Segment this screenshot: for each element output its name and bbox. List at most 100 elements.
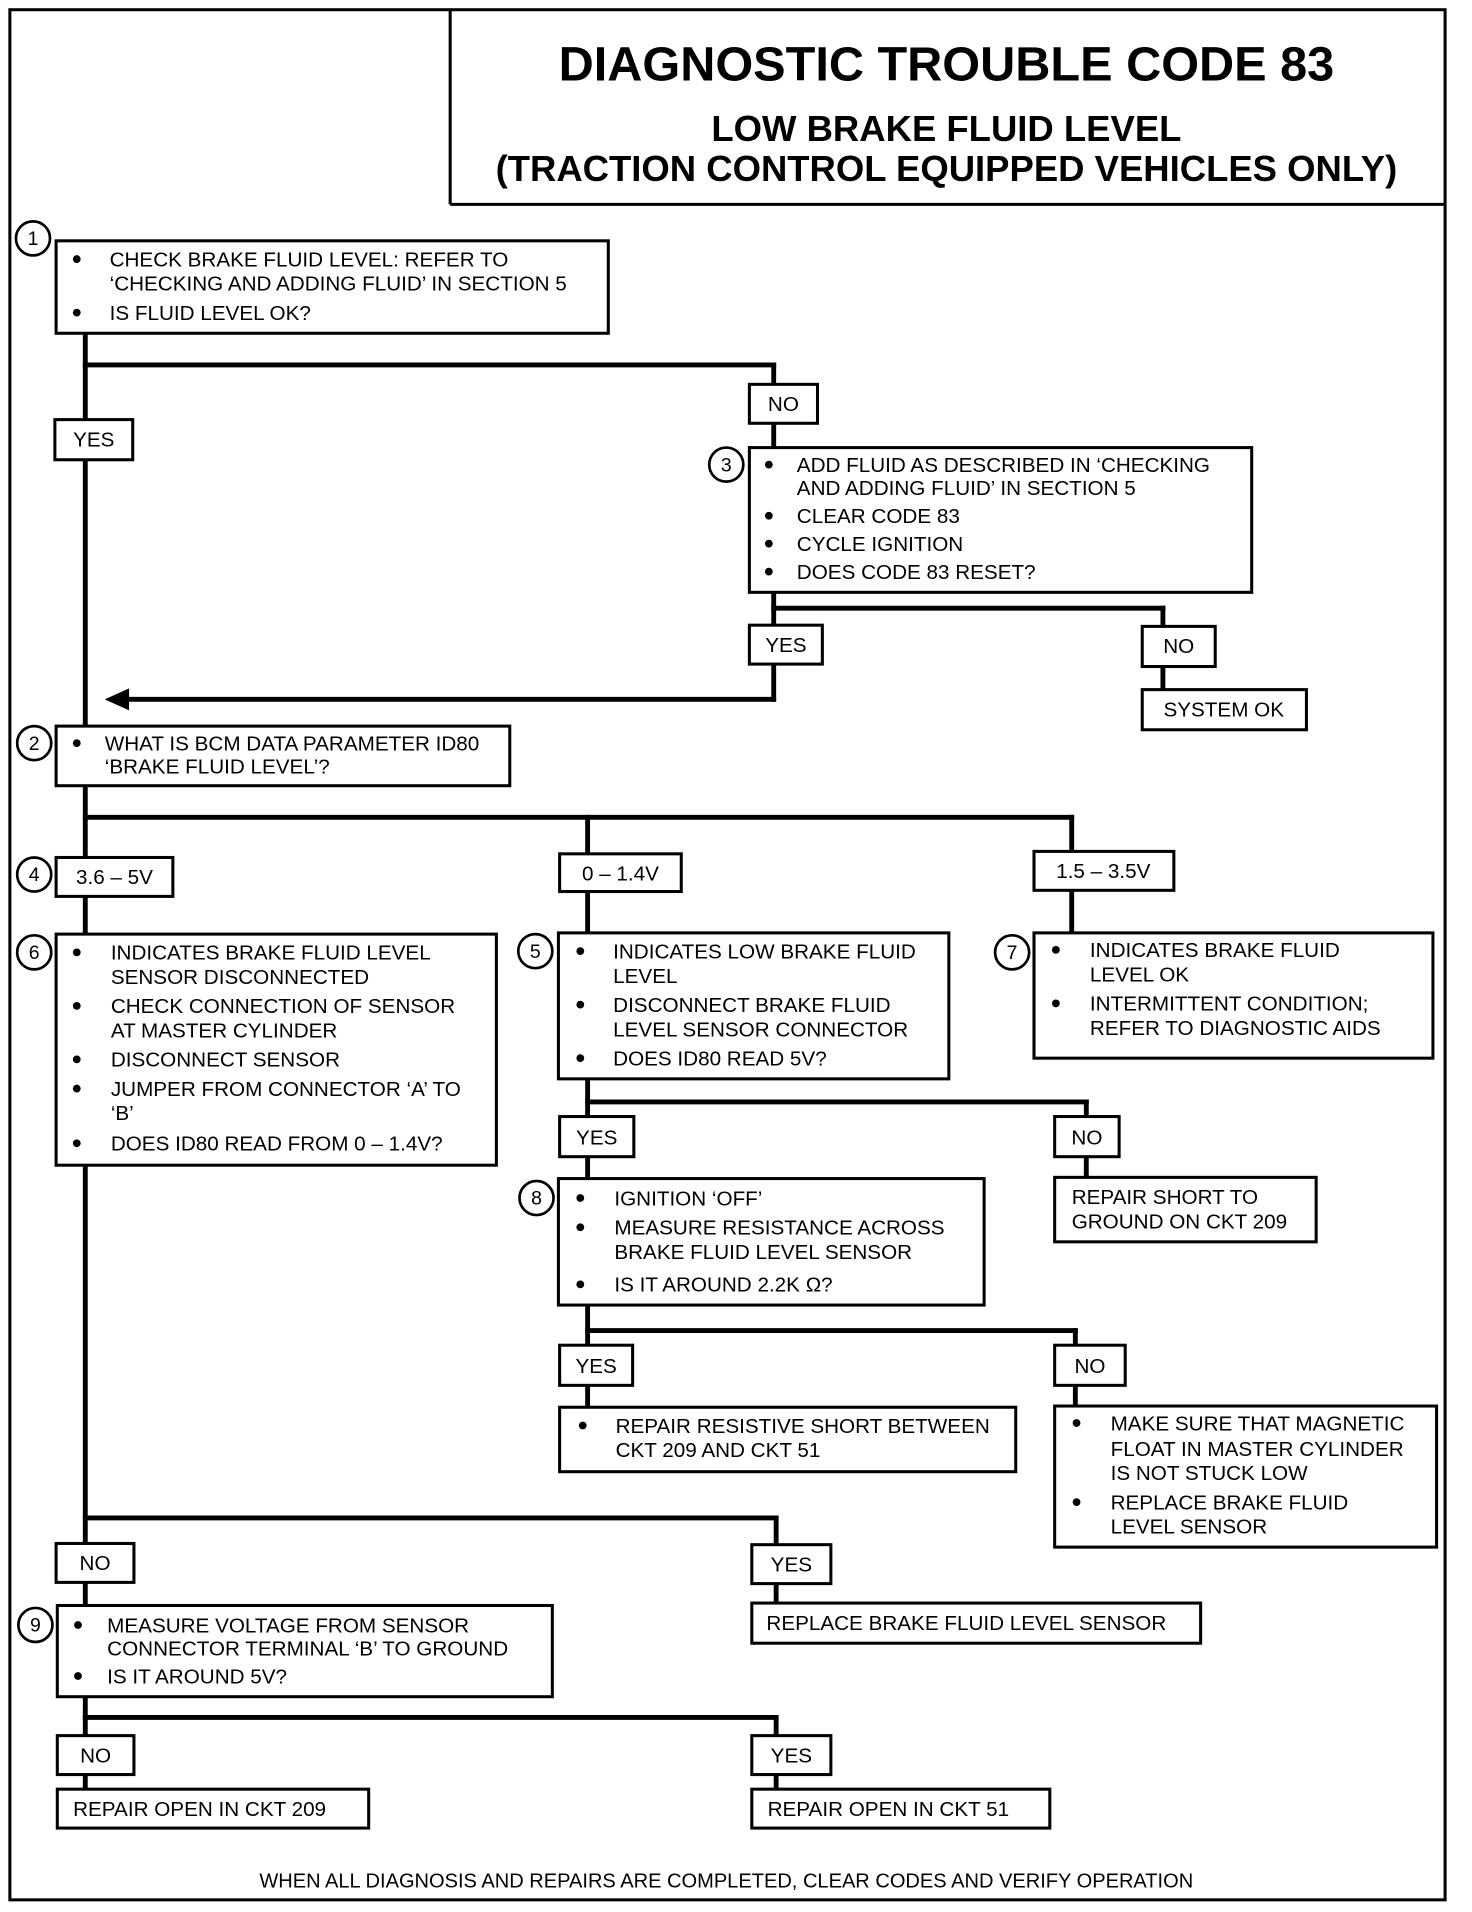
- no-label-box: [747, 382, 820, 425]
- step-text: LEVEL OK: [1090, 964, 1189, 987]
- no-label: NO: [80, 1552, 111, 1575]
- bullet-icon: [1051, 946, 1060, 954]
- bullet-icon: [1072, 1498, 1081, 1507]
- step-6-yes-branch: YES REPLACE BRAKE FLUID LEVEL SENSOR: [750, 1543, 1203, 1645]
- range-label-box: [1032, 849, 1176, 892]
- yes-label: YES: [575, 1355, 616, 1378]
- step-6-box: [54, 932, 498, 1167]
- step-5: 5 INDICATES LOW BRAKE FLUID LEVEL DISCON…: [516, 931, 951, 1081]
- replace-sensor-box: [750, 1601, 1203, 1645]
- step-text: DOES ID80 READ 5V?: [613, 1047, 827, 1070]
- step-number: 6: [29, 942, 40, 964]
- step-number-badge: [15, 856, 53, 893]
- bullet-icon: [764, 460, 773, 469]
- step-text: SENSOR DISCONNECTED: [111, 966, 369, 989]
- no-label-box: [1140, 624, 1217, 669]
- range-branch-mid: 1.5 – 3.5V: [1032, 849, 1176, 892]
- step-text: IS FLUID LEVEL OK?: [110, 302, 311, 325]
- step-number-badge: [516, 932, 554, 970]
- arrowhead-left-icon: [104, 688, 130, 711]
- step-7: 7 INDICATES BRAKE FLUID LEVEL OK INTERMI…: [993, 931, 1435, 1060]
- range-label: 1.5 – 3.5V: [1056, 860, 1150, 883]
- result-text: REPAIR SHORT TO: [1072, 1186, 1258, 1209]
- step-6: 6 INDICATES BRAKE FLUID LEVEL SENSOR DIS…: [15, 932, 498, 1167]
- no-label: NO: [1074, 1355, 1105, 1378]
- range-label: 0 – 1.4V: [582, 863, 659, 886]
- yes-label-box: [558, 1343, 635, 1387]
- step-2: 2 WHAT IS BCM DATA PARAMETER ID80 ‘BRAKE…: [15, 724, 512, 788]
- result-text: REPLACE BRAKE FLUID LEVEL SENSOR: [766, 1612, 1166, 1635]
- step-number: 8: [531, 1188, 542, 1210]
- step-text: CHECK CONNECTION OF SENSOR: [111, 995, 455, 1018]
- bullet-icon: [72, 1001, 81, 1010]
- range-label: 3.6 – 5V: [76, 866, 153, 889]
- bullet-icon: [72, 308, 81, 317]
- step-text: AND ADDING FLUID’ IN SECTION 5: [797, 477, 1136, 500]
- no-label-box: [1053, 1115, 1121, 1159]
- yes-label: YES: [771, 1553, 812, 1576]
- bullet-icon: [72, 1055, 81, 1064]
- result-text: REPAIR RESISTIVE SHORT BETWEEN: [616, 1415, 990, 1438]
- bullet-icon: [576, 1054, 585, 1063]
- step-text: ADD FLUID AS DESCRIBED IN ‘CHECKING: [797, 454, 1210, 477]
- step-6-no-branch: NO: [54, 1541, 136, 1584]
- step-3-box: [747, 446, 1254, 594]
- result-text: MAKE SURE THAT MAGNETIC: [1111, 1412, 1405, 1435]
- float-check-replace-box: [1053, 1404, 1439, 1549]
- step-5-no-branch: NO REPAIR SHORT TO GROUND ON CKT 209: [1053, 1115, 1318, 1244]
- bullet-icon: [576, 1223, 585, 1232]
- step-1-no-branch: NO: [747, 382, 820, 425]
- step-number: 3: [721, 454, 732, 476]
- no-label: NO: [768, 393, 799, 416]
- range-label-box: [558, 852, 683, 894]
- result-text: REPLACE BRAKE FLUID: [1111, 1491, 1349, 1514]
- bullet-icon: [576, 1000, 585, 1009]
- step-number-badge: [17, 1606, 54, 1644]
- step-7-box: [1032, 931, 1435, 1060]
- step-text: MEASURE RESISTANCE ACROSS: [614, 1217, 944, 1240]
- repair-resistive-short-box: [558, 1405, 1018, 1474]
- step-3-no-branch: NO SYSTEM OK: [1140, 624, 1308, 732]
- connector-lines: [82, 330, 1166, 1792]
- subtitle-line-2: (TRACTION CONTROL EQUIPPED VEHICLES ONLY…: [496, 148, 1398, 189]
- step-3-yes-branch: YES: [747, 623, 824, 666]
- step-number-badge: [14, 220, 52, 257]
- step-8-box: [556, 1177, 986, 1307]
- result-text: CKT 209 AND CKT 51: [616, 1439, 821, 1462]
- no-label: NO: [1163, 635, 1194, 658]
- step-number-badge: [518, 1179, 555, 1217]
- yes-label: YES: [765, 634, 806, 657]
- bullet-icon: [764, 511, 773, 520]
- bullet-icon: [72, 1084, 81, 1093]
- result-text: REPAIR OPEN IN CKT 209: [73, 1798, 326, 1821]
- step-text: INDICATES LOW BRAKE FLUID: [613, 940, 916, 963]
- no-label: NO: [80, 1744, 111, 1767]
- yes-label: YES: [73, 428, 114, 451]
- step-text: CHECK BRAKE FLUID LEVEL: REFER TO: [110, 248, 509, 271]
- step-text: INTERMITTENT CONDITION;: [1090, 993, 1368, 1016]
- step-number: 4: [29, 864, 40, 886]
- step-5-yes-branch: YES: [558, 1115, 636, 1159]
- no-label: NO: [1071, 1127, 1102, 1150]
- bullet-icon: [576, 1280, 585, 1289]
- bullet-icon: [1051, 999, 1060, 1008]
- yes-label: YES: [576, 1127, 617, 1150]
- step-text: REFER TO DIAGNOSTIC AIDS: [1090, 1017, 1381, 1040]
- step-9-no-branch: NO REPAIR OPEN IN CKT 209: [55, 1734, 371, 1830]
- bullet-icon: [72, 948, 81, 957]
- result-text: IS NOT STUCK LOW: [1111, 1462, 1309, 1485]
- yes-label-box: [747, 623, 824, 666]
- bullet-icon: [74, 1672, 82, 1680]
- step-1-yes-branch: YES: [53, 418, 135, 462]
- subtitle-line-1: LOW BRAKE FLUID LEVEL: [711, 108, 1181, 149]
- result-text: LEVEL SENSOR: [1111, 1516, 1268, 1539]
- step-text: DISCONNECT SENSOR: [111, 1049, 340, 1072]
- repair-open-51-box: [750, 1787, 1052, 1830]
- step-text: MEASURE VOLTAGE FROM SENSOR: [107, 1614, 469, 1637]
- step-text: CLEAR CODE 83: [797, 505, 960, 528]
- bullet-icon: [576, 947, 585, 956]
- step-number-badge: [993, 933, 1031, 971]
- bullet-icon: [764, 567, 773, 576]
